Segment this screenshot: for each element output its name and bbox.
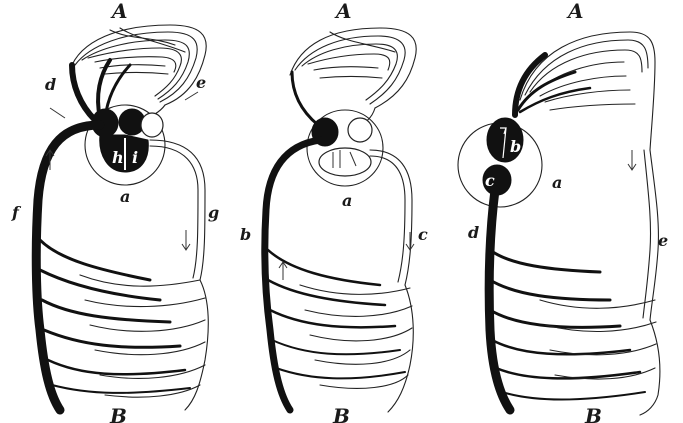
- label-bottom: B: [332, 404, 350, 423]
- capillary-network-bottom: [268, 250, 413, 412]
- label-b: b: [240, 225, 251, 244]
- label-chamber-lower: c: [485, 171, 495, 190]
- label-heart: a: [120, 187, 130, 206]
- label-e: e: [196, 73, 206, 92]
- label-chamber-right: i: [132, 148, 138, 167]
- label-d: d: [468, 223, 479, 242]
- chamber-upper-right: [348, 118, 372, 142]
- label-heart: a: [342, 191, 352, 210]
- label-c: c: [418, 225, 428, 244]
- label-top: A: [566, 0, 584, 23]
- panel-right: A B a b c d e: [458, 0, 668, 423]
- label-bottom: B: [109, 404, 127, 423]
- label-chamber-upper: b: [510, 137, 521, 156]
- capillary-network-bottom: [40, 240, 208, 410]
- label-chamber-left: h: [112, 148, 124, 167]
- label-bottom: B: [584, 404, 602, 423]
- panel-middle: A B a b c: [240, 0, 428, 423]
- ventricle: [319, 148, 371, 176]
- chamber-upper-right: [141, 113, 163, 137]
- label-heart: a: [552, 173, 562, 192]
- label-d: d: [45, 75, 56, 94]
- label-e: e: [658, 231, 668, 250]
- label-f: f: [11, 203, 22, 222]
- capillary-network-top: [520, 32, 655, 150]
- panel-left: A B a h i d e f g: [11, 0, 219, 423]
- label-g: g: [208, 203, 219, 222]
- capillary-network-top: [290, 28, 416, 108]
- label-top: A: [334, 0, 352, 23]
- label-top: A: [110, 0, 128, 23]
- capillary-network-bottom: [490, 250, 660, 415]
- capillary-network-top: [70, 25, 206, 105]
